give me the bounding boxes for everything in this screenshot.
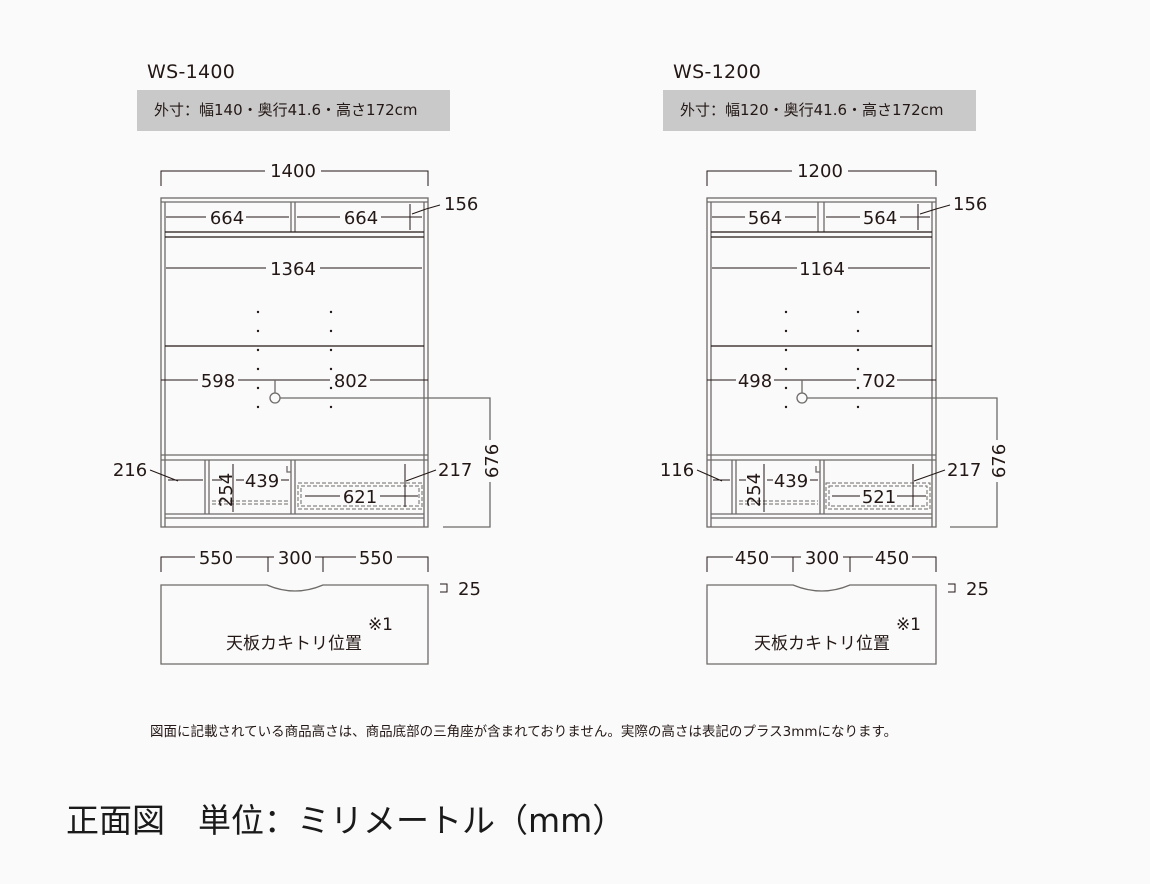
dim-left-offset: 598 [201, 371, 235, 392]
model-title-ws1400: WS-1400 [147, 61, 236, 83]
dim-lower-left-height: 216 [113, 460, 147, 481]
dim-top-thickness: 25 [966, 579, 989, 600]
dim-cable-height: 676 [482, 444, 503, 478]
dim-overall-width: 1200 [797, 161, 843, 182]
model-title-ws1200: WS-1200 [673, 61, 762, 83]
dim-right-compartment-height: 217 [947, 460, 981, 481]
dim-upper-height: 156 [953, 194, 987, 215]
dim-right-compartment-width: 621 [343, 487, 377, 508]
dim-top-seg-right: 450 [875, 548, 909, 569]
shelf-pin-holes [784, 310, 860, 409]
dim-top-seg-mid: 300 [278, 548, 312, 569]
dim-left-offset: 498 [738, 371, 772, 392]
dim-drawer-width: 439 [774, 471, 808, 492]
spec-box-ws1200: 外寸：幅120・奥行41.6・高さ172cm [663, 90, 976, 131]
dim-inner-width: 1364 [270, 259, 316, 280]
dim-drawer-height: 254 [744, 473, 765, 507]
dim-upper-shelf-right: 664 [344, 208, 378, 229]
dim-lower-left-height: 116 [660, 460, 694, 481]
dim-drawer-width: 439 [245, 471, 279, 492]
cable-hole-icon [796, 392, 808, 404]
dim-right-compartment-height: 217 [438, 460, 472, 481]
cabinet-outline [160, 197, 429, 528]
dim-top-seg-left: 450 [735, 548, 769, 569]
dim-top-thickness: 25 [458, 579, 481, 600]
spec-box-ws1400: 外寸：幅140・奥行41.6・高さ172cm [137, 90, 450, 131]
shelf-pin-holes [256, 310, 333, 409]
dim-top-seg-right: 550 [359, 548, 393, 569]
dim-upper-shelf-left: 664 [210, 208, 244, 229]
height-note: 図面に記載されている商品高さは、商品底部の三角座が含まれておりません。実際の高さ… [150, 724, 898, 740]
drawing-title-units: 正面図 単位：ミリメートル（mm） [66, 801, 626, 840]
dim-overall-width: 1400 [270, 161, 316, 182]
dim-drawer-height: 254 [216, 473, 237, 507]
top-note-mark: ※1 [896, 615, 921, 635]
dim-upper-shelf-left: 564 [748, 208, 782, 229]
dim-upper-height: 156 [444, 194, 478, 215]
dim-upper-shelf-right: 564 [863, 208, 897, 229]
top-cutout-label: 天板カキトリ位置 [226, 634, 362, 654]
dim-top-seg-left: 550 [199, 548, 233, 569]
dim-right-offset: 702 [862, 371, 896, 392]
dim-top-seg-mid: 300 [805, 548, 839, 569]
top-cutout-label: 天板カキトリ位置 [754, 634, 890, 654]
top-note-mark: ※1 [368, 615, 393, 635]
dim-inner-width: 1164 [799, 259, 845, 280]
dim-cable-height: 676 [989, 444, 1010, 478]
dim-right-compartment-width: 521 [862, 487, 896, 508]
dim-right-offset: 802 [334, 371, 368, 392]
